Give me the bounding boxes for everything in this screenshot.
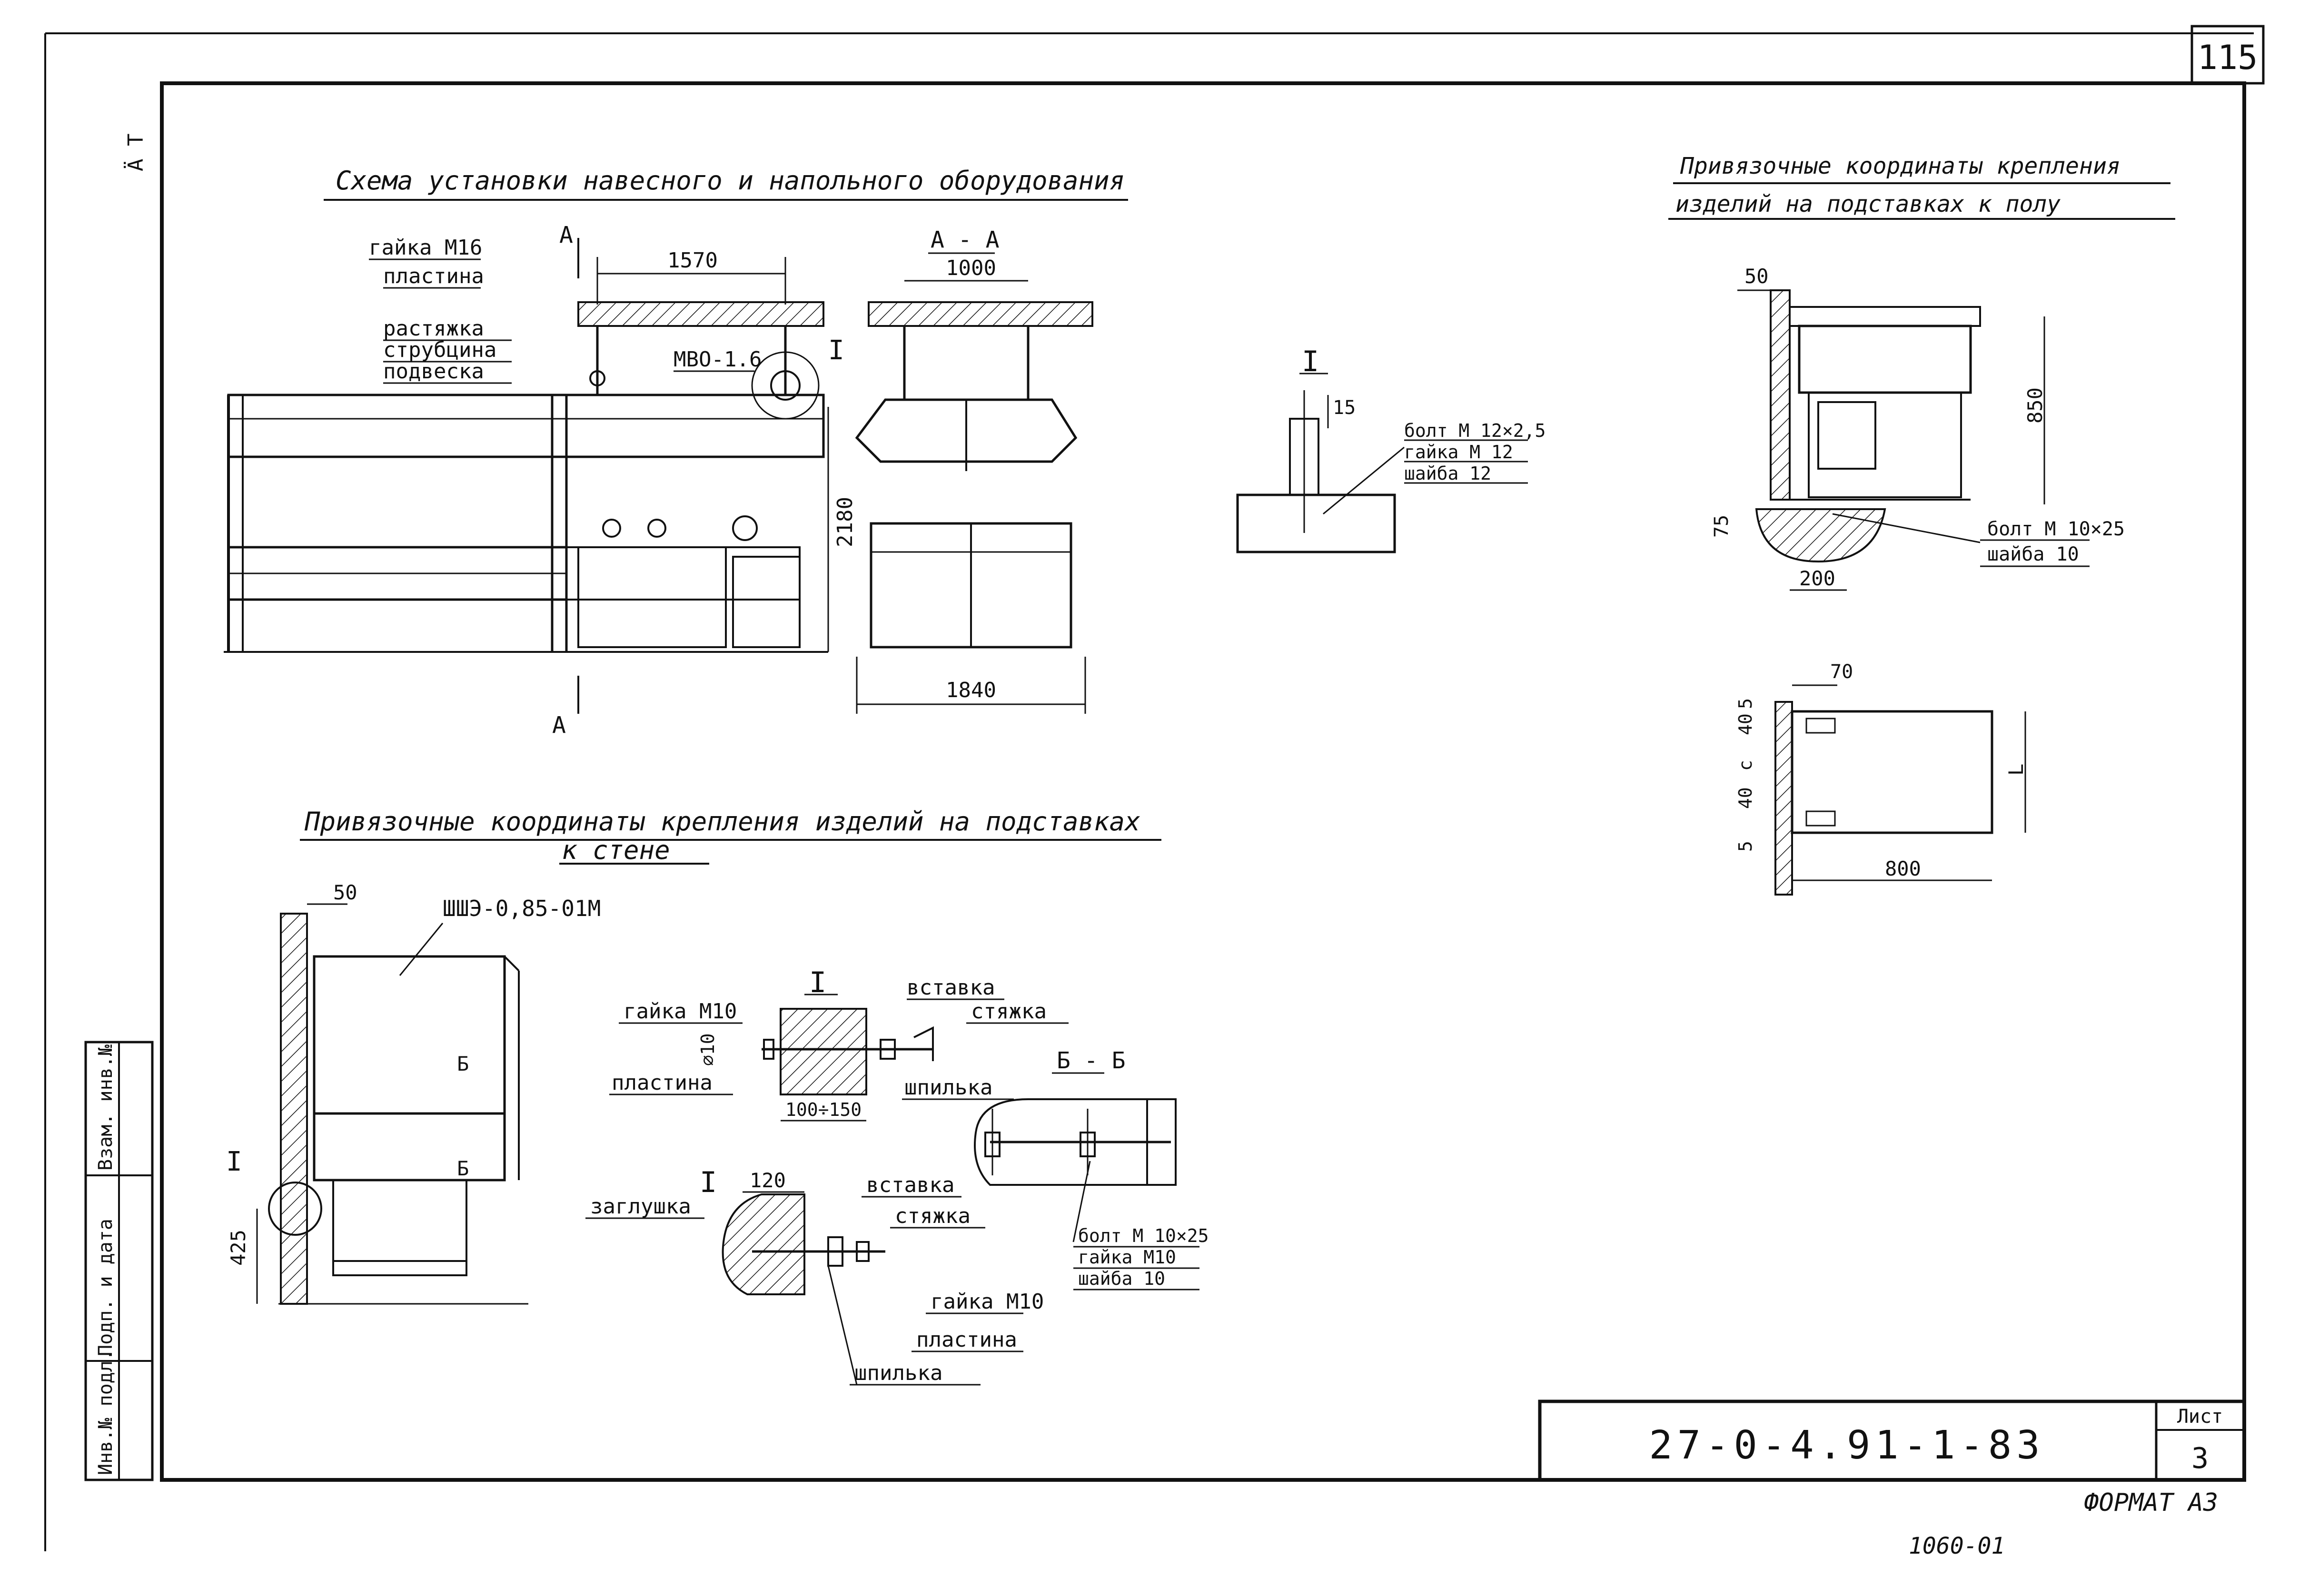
drawing-code: 27-0-4.91-1-83 — [1649, 1423, 2044, 1468]
handwritten-note: 1060-01 — [1909, 1533, 2005, 1559]
wall-dim-50: 50 — [333, 881, 357, 904]
floor-plan-wall — [1774, 701, 1793, 896]
floor-foundation — [1755, 508, 1886, 563]
sheet-number: 115 — [2198, 38, 2258, 77]
sheet-frame: 115 Ä Т — [44, 25, 2265, 1551]
detail-i-bot-cap: заглушка — [590, 1194, 691, 1219]
dim-1840: 1840 — [946, 678, 996, 702]
wall-mark-i: I — [226, 1146, 242, 1177]
installation-schema: Схема установки навесного и напольного о… — [224, 166, 1128, 739]
dim-2180: 2180 — [833, 497, 857, 547]
stamp-label-2: Подп. и дата — [95, 1219, 117, 1356]
detail-i-bot-plate: пластина — [916, 1328, 1017, 1352]
detail-i-bot-tie: стяжка — [895, 1204, 971, 1228]
format-label: ФОРМАТ А3 — [2084, 1488, 2218, 1517]
wall-unit: ШШЭ-0,85-01М — [443, 896, 601, 921]
detail-i-mid-insert: вставка — [907, 975, 995, 1000]
floor-dim-850: 850 — [2023, 387, 2047, 424]
section-bb-nut: гайка М10 — [1078, 1247, 1176, 1268]
plan-dim-800: 800 — [1885, 857, 1921, 880]
detail-i-top-nut: гайка М 12 — [1404, 442, 1513, 463]
plan-dim-c: с — [1735, 760, 1756, 771]
dim-1000: 1000 — [946, 256, 996, 280]
floor-dim-200: 200 — [1799, 567, 1835, 590]
detail-i-mid-wall — [780, 1008, 867, 1095]
detail-i-bot-mark: I — [700, 1166, 717, 1199]
detail-i-mid-tie: стяжка — [971, 999, 1047, 1024]
plan-dim-5a: 5 — [1735, 698, 1756, 709]
label-stretch: растяжка — [383, 316, 484, 341]
stamp-label-1: Инв.№ подл. — [95, 1349, 117, 1475]
wall-title-2: к стене — [562, 835, 670, 865]
detail-i-top: I 15 болт М 12×2,5 гайка М 12 шайба 12 — [1236, 345, 1546, 553]
detail-i-top-dim: 15 — [1333, 397, 1356, 419]
wall-title-1: Привязочные координаты крепления изделий… — [304, 807, 1140, 837]
floor-title-1: Привязочные координаты крепления — [1680, 153, 2121, 179]
floor-coordinates: Привязочные координаты крепления изделий… — [1668, 153, 2175, 896]
detail-i-bot-insert: вставка — [866, 1173, 954, 1197]
dim-1570: 1570 — [667, 248, 718, 273]
sheet-label: Лист — [2177, 1406, 2223, 1428]
detail-i-mid-nut: гайка М10 — [624, 999, 737, 1024]
detail-i-mid-mark: I — [809, 966, 826, 999]
label-hanger: подвеска — [383, 359, 484, 384]
wall-coordinates: Привязочные координаты крепления изделий… — [226, 807, 1161, 1305]
floor-bolt: болт М 10×25 — [1987, 518, 2125, 540]
detail-i-bot-nut: гайка М10 — [931, 1290, 1044, 1314]
detail-i-mid-stud: шпилька — [904, 1075, 992, 1100]
ceiling-slab — [577, 301, 824, 327]
wall-dim-425: 425 — [227, 1230, 250, 1266]
title-block: 27-0-4.91-1-83 Лист 3 ФОРМАТ А3 1060-01 — [1538, 1399, 2246, 1559]
plan-dim-5b: 5 — [1735, 841, 1756, 852]
label-nut-m16: гайка М16 — [369, 236, 482, 260]
detail-i-middle: I вставка стяжка гайка М10 ⌀10 пластина … — [609, 966, 1069, 1122]
section-bb-title: Б - Б — [1057, 1047, 1126, 1074]
side-stamp: Взам. инв.№ Подп. и дата Инв.№ подл. — [84, 1041, 154, 1481]
floor-dim-50: 50 — [1744, 265, 1769, 288]
ceiling-slab-aa — [868, 301, 1093, 327]
section-bb-washer: шайба 10 — [1078, 1268, 1165, 1289]
plan-dim-40a: 40 — [1735, 713, 1756, 735]
wall-mark-b-bottom: Б — [457, 1157, 469, 1180]
detail-i-mid-phi: ⌀10 — [697, 1033, 718, 1066]
sheet-no: 3 — [2191, 1442, 2209, 1475]
left-mark: Ä Т — [123, 134, 148, 171]
detail-i-bot-dim: 120 — [750, 1169, 786, 1192]
detail-i-top-bolt: болт М 12×2,5 — [1404, 420, 1546, 441]
section-a-top: А — [559, 222, 573, 248]
floor-title-2: изделий на подставках к полу — [1675, 191, 2061, 217]
detail-i-top-mark: I — [1302, 345, 1319, 378]
detail-i-top-slab — [1236, 493, 1396, 553]
schema-title: Схема установки навесного и напольного о… — [336, 166, 1125, 196]
floor-washer: шайба 10 — [1987, 543, 2079, 565]
detail-i-bot-wall — [722, 1193, 805, 1295]
detail-i-top-washer: шайба 12 — [1404, 463, 1491, 484]
floor-dim-75: 75 — [1711, 515, 1733, 538]
label-plate: пластина — [383, 264, 484, 288]
section-bb: Б - Б болт М 10×25 гайка М10 шайба 10 — [974, 1047, 1209, 1291]
wall-section — [280, 913, 308, 1305]
section-a-bottom: А — [552, 712, 566, 739]
plan-dim-40b: 40 — [1735, 787, 1756, 809]
floor-wall — [1770, 289, 1791, 501]
detail-i-mid-plate: пластина — [612, 1071, 713, 1095]
plan-dim-l: L — [2004, 764, 2028, 776]
section-aa: А - А — [931, 227, 1000, 253]
plan-dim-70: 70 — [1830, 661, 1853, 683]
label-clamp: струбцина — [383, 338, 496, 362]
detail-i-bottom: 120 I вставка заглушка стяжка гайка М10 … — [585, 1166, 1044, 1386]
stamp-label-3: Взам. инв.№ — [95, 1044, 117, 1171]
detail-i-mid-dim: 100÷150 — [785, 1099, 862, 1120]
label-mvo: МВО-1.6 — [674, 347, 762, 372]
section-bb-bolt: болт М 10×25 — [1078, 1225, 1209, 1246]
detail-i-bot-stud: шпилька — [854, 1361, 942, 1385]
callout-i: I — [828, 335, 844, 366]
wall-mark-b-top: Б — [457, 1052, 469, 1075]
